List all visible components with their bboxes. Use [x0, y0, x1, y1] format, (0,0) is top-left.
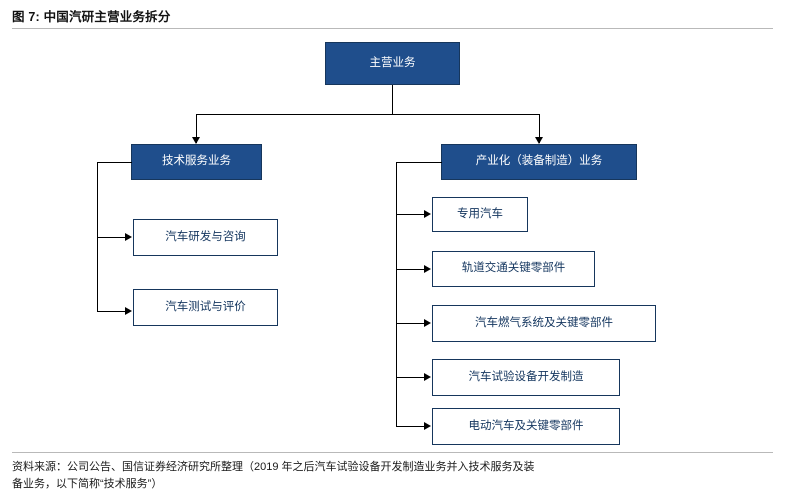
arrow-branch-2-child-3: [424, 319, 431, 327]
connector-to-branch-1: [196, 114, 198, 143]
arrow-branch-2-child-1: [424, 210, 431, 218]
footer-divider: [12, 452, 773, 453]
connector-branch-1-child-1: [97, 237, 127, 239]
node-branch-2-child-2: 轨道交通关键零部件: [432, 251, 595, 287]
connector-branch-2-rail: [396, 162, 398, 426]
figure-label: 图 7:: [12, 10, 40, 24]
connector-root-spread: [196, 114, 540, 116]
connector-root-stem: [392, 85, 394, 114]
node-branch-1-child-2-label: 汽车测试与评价: [165, 300, 246, 313]
node-root-label: 主营业务: [369, 56, 416, 69]
node-branch-1: 技术服务业务: [131, 144, 262, 180]
connector-to-branch-2: [539, 114, 541, 143]
source-note: 资料来源：公司公告、国信证券经济研究所整理（2019 年之后汽车试验设备开发制造…: [12, 459, 774, 493]
arrow-branch-1-child-2: [125, 307, 132, 315]
node-branch-2-child-1-label: 专用汽车: [457, 207, 503, 220]
source-note-line-1: 资料来源：公司公告、国信证券经济研究所整理（2019 年之后汽车试验设备开发制造…: [12, 461, 535, 473]
connector-branch-2-child-5: [396, 426, 426, 428]
connector-branch-2-child-3: [396, 323, 426, 325]
connector-branch-1-rail-top: [97, 162, 132, 164]
node-branch-1-child-2: 汽车测试与评价: [133, 289, 278, 326]
arrow-branch-2-child-2: [424, 265, 431, 273]
title-divider: [12, 28, 773, 29]
node-branch-1-child-1: 汽车研发与咨询: [133, 219, 278, 256]
node-branch-1-child-1-label: 汽车研发与咨询: [165, 230, 246, 243]
arrow-branch-2-child-5: [424, 422, 431, 430]
node-branch-2-child-3: 汽车燃气系统及关键零部件: [432, 305, 656, 342]
figure-title: 图 7: 中国汽研主营业务拆分: [12, 6, 772, 25]
node-branch-2: 产业化（装备制造）业务: [441, 144, 637, 180]
arrow-branch-2: [535, 137, 543, 144]
connector-branch-2-rail-top: [396, 162, 442, 164]
node-branch-2-child-3-label: 汽车燃气系统及关键零部件: [475, 316, 613, 329]
arrow-branch-1: [192, 137, 200, 144]
node-branch-2-child-5-label: 电动汽车及关键零部件: [468, 419, 584, 432]
node-branch-2-child-5: 电动汽车及关键零部件: [432, 408, 620, 445]
arrow-branch-2-child-4: [424, 373, 431, 381]
arrow-branch-1-child-1: [125, 233, 132, 241]
node-branch-1-label: 技术服务业务: [162, 155, 231, 168]
node-branch-2-child-4-label: 汽车试验设备开发制造: [468, 370, 584, 383]
node-branch-2-child-4: 汽车试验设备开发制造: [432, 359, 620, 396]
connector-branch-2-child-2: [396, 269, 426, 271]
node-root: 主营业务: [325, 42, 460, 85]
figure-title-text: 中国汽研主营业务拆分: [43, 10, 171, 24]
node-branch-2-child-1: 专用汽车: [432, 197, 528, 232]
node-branch-2-child-2-label: 轨道交通关键零部件: [461, 262, 566, 275]
source-note-line-2: 备业务，以下简称“技术服务”）: [12, 478, 163, 490]
connector-branch-2-child-4: [396, 377, 426, 379]
connector-branch-2-child-1: [396, 214, 426, 216]
node-branch-2-label: 产业化（装备制造）业务: [475, 155, 603, 168]
connector-branch-1-child-2: [97, 311, 127, 313]
